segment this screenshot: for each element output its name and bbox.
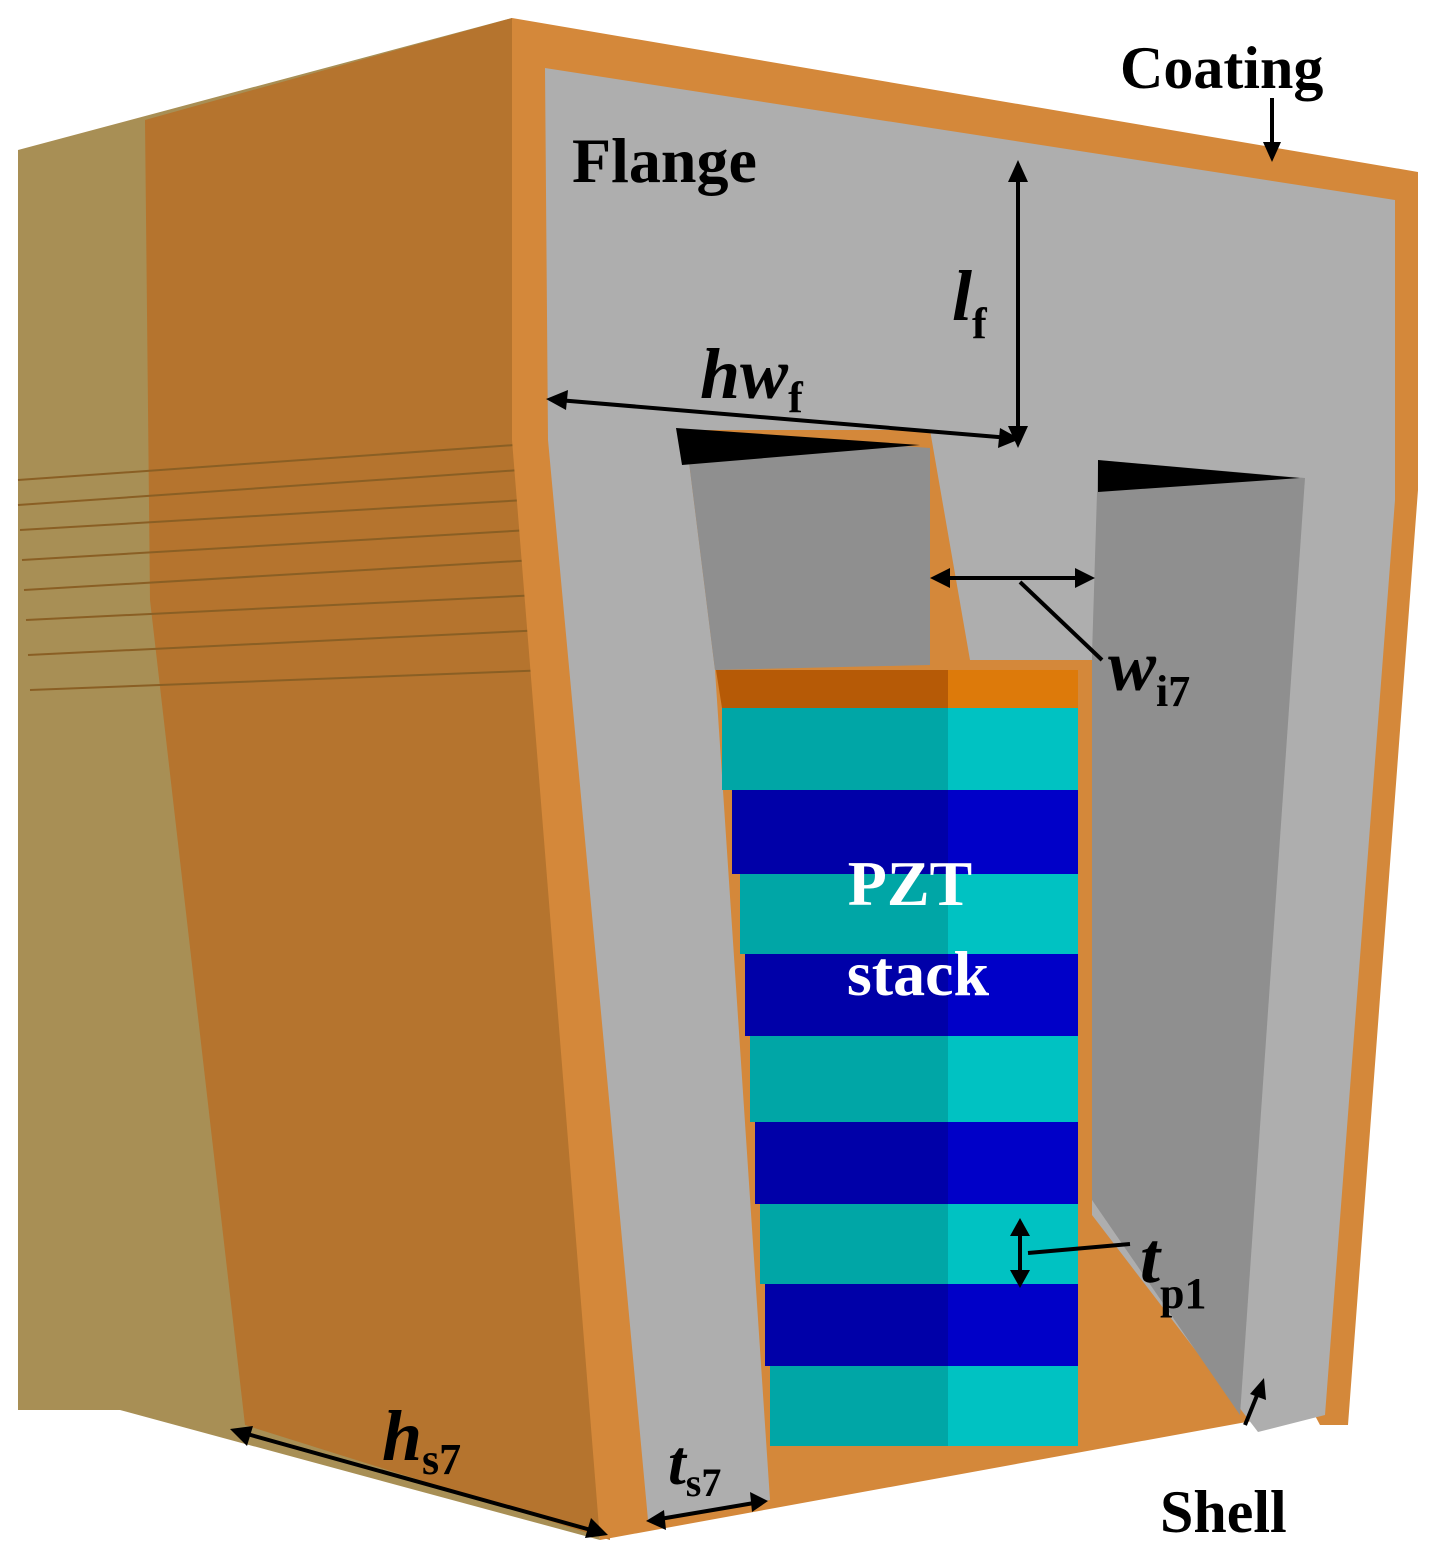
pzt-layer xyxy=(722,708,948,790)
ts7-label: ts7 xyxy=(668,1427,721,1505)
pzt-layer xyxy=(755,1122,948,1204)
pzt-stack[interactable] xyxy=(716,670,1078,1446)
pzt-layer xyxy=(948,1284,1078,1366)
coating-label: Coating xyxy=(1120,35,1323,101)
inner-wall-right xyxy=(1092,460,1305,1415)
pzt-layer xyxy=(732,790,948,874)
inner-wall-right-shadow xyxy=(1098,460,1300,492)
inner-wall-left-shadow xyxy=(676,428,920,465)
pzt-layer xyxy=(948,954,1078,1036)
flange-label: Flange xyxy=(572,125,757,196)
pzt-layer xyxy=(745,954,948,1036)
pzt-layer xyxy=(948,790,1078,874)
shell-label: Shell xyxy=(1160,1479,1287,1545)
hwf-label: hwf xyxy=(700,334,804,422)
pzt-layer xyxy=(750,1036,948,1122)
side-stair-lines xyxy=(17,444,551,691)
pzt-layer xyxy=(948,1366,1078,1446)
lf-label: lf xyxy=(952,256,988,348)
pzt-layer xyxy=(740,874,948,954)
tp1-label: tp1 xyxy=(1140,1218,1207,1318)
pzt-layer xyxy=(760,1204,948,1284)
wi7-label: wi7 xyxy=(1108,626,1190,716)
pzt-layer xyxy=(948,1122,1078,1204)
top-plate-front xyxy=(948,670,1078,708)
dimension-arrows xyxy=(230,98,1281,1538)
pzt-label-line1: PZT xyxy=(848,848,972,919)
pzt-layer xyxy=(948,708,1078,790)
hs7-label: hs7 xyxy=(382,1396,461,1484)
inner-wall-left xyxy=(685,430,930,670)
pzt-layer xyxy=(948,1036,1078,1122)
pzt-label-line2: stack xyxy=(847,938,990,1009)
pzt-layer xyxy=(770,1366,948,1446)
pzt-layer xyxy=(765,1284,948,1366)
side-face-orange xyxy=(145,18,610,1540)
pzt-layer xyxy=(948,874,1078,954)
